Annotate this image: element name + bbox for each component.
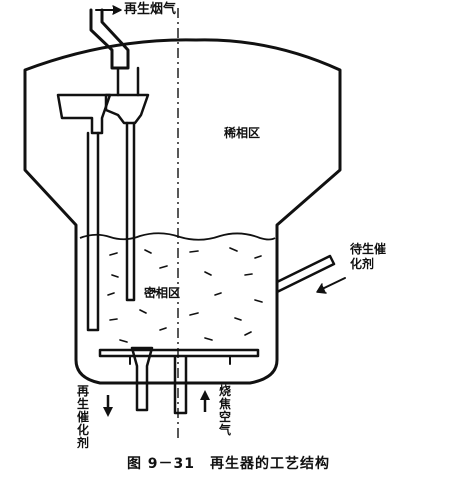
spent-catalyst-text: 待生催化剂 xyxy=(350,242,387,271)
flue-gas-outlet-pipe xyxy=(89,8,130,70)
dilute-phase-label: 稀相区 xyxy=(224,126,261,140)
dense-phase-label: 密相区 xyxy=(144,286,181,300)
dense-phase-particles xyxy=(107,247,263,343)
flue-gas-arrow-head xyxy=(112,5,122,15)
cyclone-left xyxy=(56,93,112,135)
cyclone-right xyxy=(104,93,150,125)
spent-catalyst-pipe xyxy=(275,254,336,294)
burn-air-label: 烧焦空气 xyxy=(218,384,231,437)
air-inlet-pipe xyxy=(173,355,188,415)
bed-surface xyxy=(79,232,276,241)
spent-catalyst-arrow xyxy=(319,277,346,291)
cyclone-outlet xyxy=(116,66,140,97)
spent-catalyst-label: 待生催化剂 xyxy=(350,242,418,272)
regen-catalyst-standpipe xyxy=(130,346,154,412)
air-distributor xyxy=(98,348,260,358)
dipleg-right xyxy=(125,121,136,302)
regen-catalyst-label: 再生催化剂 xyxy=(76,384,89,450)
figure-caption: 图 9－31 再生器的工艺结构 xyxy=(126,456,331,472)
vessel-outline xyxy=(23,38,342,385)
dipleg-left xyxy=(86,131,100,332)
flue-gas-label: 再生烟气 xyxy=(124,2,177,17)
